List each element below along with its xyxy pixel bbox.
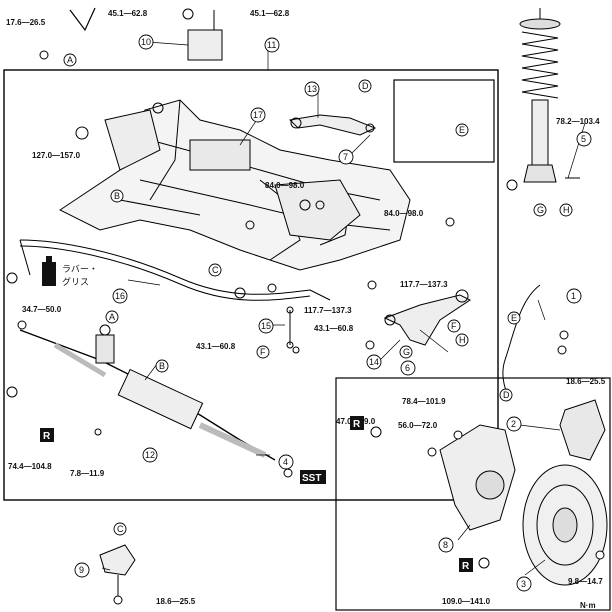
callout-number-7: 7 bbox=[343, 152, 348, 162]
sst-symbol-icon: SST bbox=[300, 470, 326, 484]
stabilizer-bar bbox=[19, 239, 331, 301]
callout-letter-d: D bbox=[362, 81, 369, 91]
torque-value: 17.6—26.5 bbox=[6, 18, 46, 27]
bolts bbox=[6, 50, 605, 605]
callout-number-2: 2 bbox=[511, 419, 516, 429]
callout-letter-f: F bbox=[451, 321, 457, 331]
callout-number-13: 13 bbox=[307, 84, 317, 94]
torque-value: 7.8—11.9 bbox=[70, 469, 105, 478]
torque-value: 74.4—104.8 bbox=[8, 462, 52, 471]
callout-number-1: 1 bbox=[571, 291, 576, 301]
callout-letter-e: E bbox=[459, 125, 465, 135]
callout-number-8: 8 bbox=[443, 540, 448, 550]
shock-absorber bbox=[506, 8, 580, 191]
detail-view-frame bbox=[393, 79, 495, 163]
callout-letter-c: C bbox=[117, 524, 124, 534]
callout-number-6: 6 bbox=[405, 363, 410, 373]
knuckle-hub-disc bbox=[439, 284, 608, 586]
knuckle-assembly-frame bbox=[335, 377, 611, 611]
callout-number-16: 16 bbox=[115, 291, 125, 301]
replace-symbol-icon: R bbox=[459, 558, 473, 572]
lower-arm bbox=[383, 289, 471, 346]
torque-value: 78.4—101.9 bbox=[402, 397, 446, 406]
sst-symbol-label: SST bbox=[302, 473, 321, 484]
replace-symbol-icon: R bbox=[40, 428, 54, 442]
callout-number-5: 5 bbox=[581, 134, 586, 144]
replace-symbol-label: R bbox=[43, 431, 51, 442]
callout-number-12: 12 bbox=[145, 450, 155, 460]
replace-symbol-label: R bbox=[462, 561, 470, 572]
callout-number-9: 9 bbox=[79, 565, 84, 575]
callout-number-10: 10 bbox=[141, 37, 151, 47]
torque-value: 127.0—157.0 bbox=[32, 151, 81, 160]
callout-letter-g: G bbox=[403, 347, 410, 357]
callout-letter-h: H bbox=[563, 205, 570, 215]
callout-letter-e: E bbox=[511, 313, 517, 323]
torque-value: 18.6—25.5 bbox=[156, 597, 196, 606]
bracket-part-9 bbox=[99, 544, 136, 600]
torque-value: 84.0—98.0 bbox=[384, 209, 424, 218]
callout-letter-c: C bbox=[212, 265, 219, 275]
callout-number-15: 15 bbox=[261, 321, 271, 331]
torque-value: 84.0—98.0 bbox=[265, 181, 305, 190]
steering-gear bbox=[17, 320, 293, 478]
torque-value: 78.2—103.4 bbox=[556, 117, 600, 126]
torque-value: 43.1—60.8 bbox=[196, 342, 236, 351]
callout-number-11: 11 bbox=[267, 40, 276, 50]
callout-number-17: 17 bbox=[253, 110, 263, 120]
callout-letter-a: A bbox=[109, 312, 115, 322]
leader-lines bbox=[101, 41, 586, 576]
callout-letter-f: F bbox=[260, 347, 266, 357]
callout-letter-b: B bbox=[114, 191, 120, 201]
callout-number-3: 3 bbox=[521, 579, 526, 589]
torque-value: 45.1—62.8 bbox=[250, 9, 290, 18]
torque-value: 18.6—25.5 bbox=[566, 377, 606, 386]
callout-circles bbox=[74, 34, 592, 592]
callout-letter-g: G bbox=[537, 205, 544, 215]
callout-number-4: 4 bbox=[283, 457, 288, 467]
replace-symbol-label: R bbox=[353, 419, 361, 430]
rubber-grease-bottle-icon bbox=[42, 256, 56, 286]
callout-letter-d: D bbox=[503, 390, 510, 400]
unit-label: N·m bbox=[580, 601, 596, 610]
callout-number-14: 14 bbox=[369, 357, 379, 367]
rubber-grease-label-line1: ラバー・ bbox=[62, 264, 98, 274]
torque-value: 34.7—50.0 bbox=[22, 305, 62, 314]
callout-letter-b: B bbox=[159, 361, 165, 371]
replace-symbol-icon: R bbox=[350, 416, 364, 430]
main-assembly-frame bbox=[3, 69, 499, 501]
torque-value: 117.7—137.3 bbox=[400, 280, 448, 289]
torque-value: 43.1—60.8 bbox=[314, 324, 354, 333]
crossmember bbox=[59, 99, 411, 271]
top-mount-parts bbox=[69, 7, 223, 61]
torque-value: 56.0—72.0 bbox=[398, 421, 438, 430]
torque-value: 109.0—141.0 bbox=[442, 597, 491, 606]
callout-letter-a: A bbox=[67, 55, 73, 65]
torque-value: 45.1—62.8 bbox=[108, 9, 148, 18]
callout-letter-h: H bbox=[459, 335, 466, 345]
torque-value: 117.7—137.3 bbox=[304, 306, 352, 315]
callout-letter-circles bbox=[63, 53, 573, 536]
upper-arm bbox=[288, 114, 377, 136]
stabilizer-link bbox=[286, 306, 294, 349]
rubber-grease-label-line2: グリス bbox=[62, 276, 89, 287]
torque-value: 9.8—14.7 bbox=[568, 577, 603, 586]
